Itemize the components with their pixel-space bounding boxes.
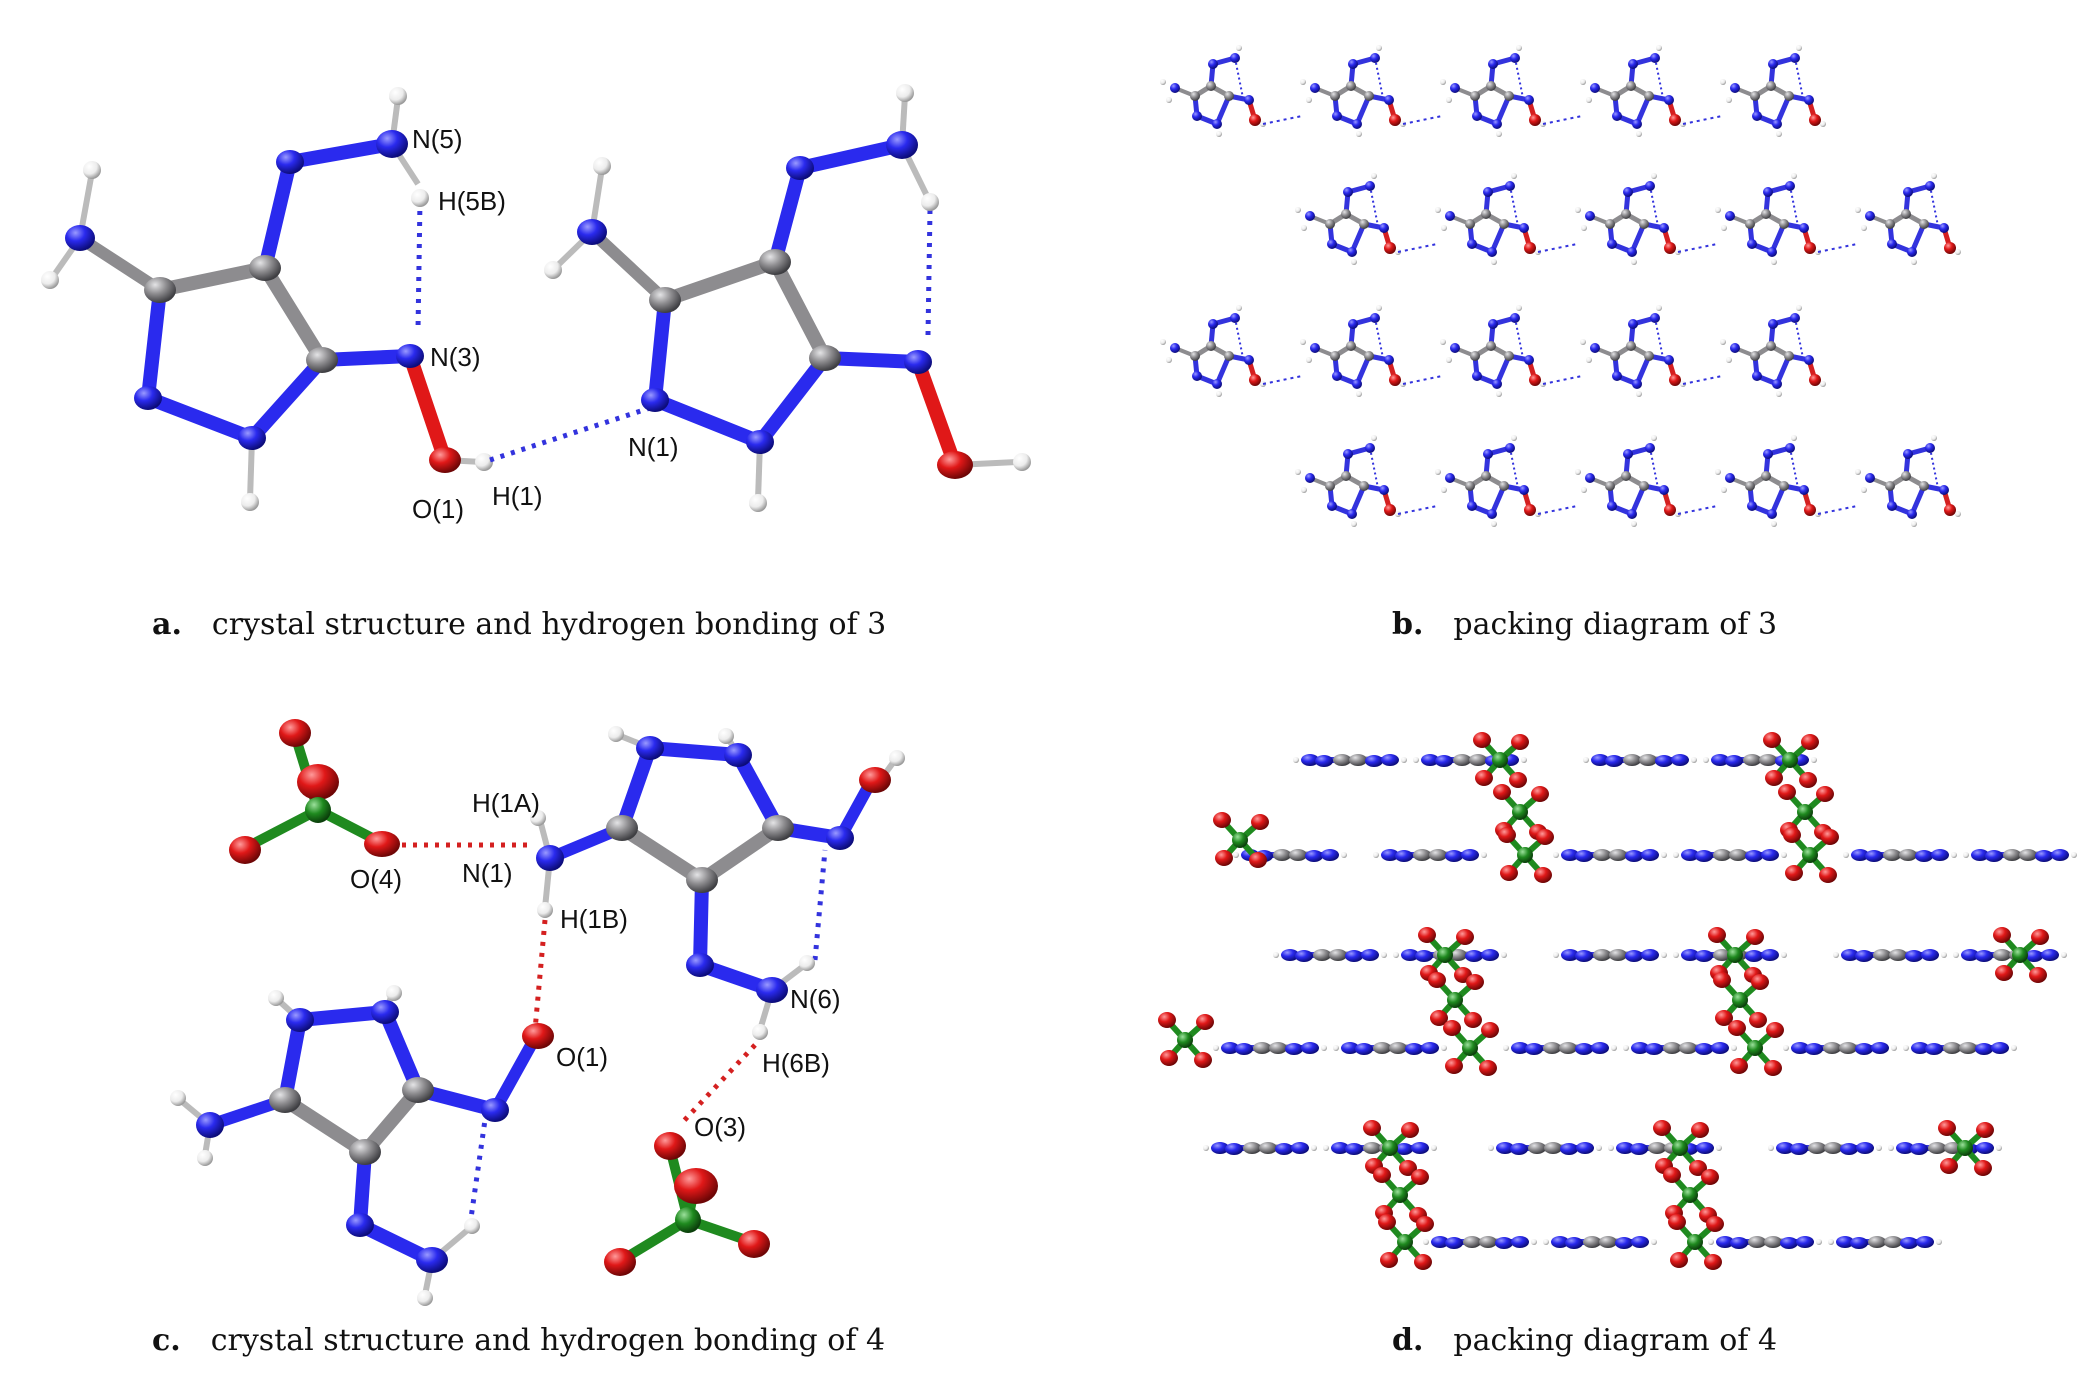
label-c-h1a: H(1A) [472, 788, 540, 818]
perchlorate-top [229, 719, 400, 864]
perchlorate-bottom [604, 1132, 770, 1276]
panel-a-molecule-right [544, 84, 1031, 512]
caption-a-text: crystal structure and hydrogen bonding o… [212, 607, 886, 642]
caption-b-text: packing diagram of 3 [1453, 607, 1777, 642]
hbond-h6b-o3 [678, 1043, 757, 1127]
panel-d: d. packing diagram of 4 [1158, 732, 2077, 1358]
label-c-n1: N(1) [462, 858, 513, 888]
packing-3-molecules [1160, 45, 1961, 527]
caption-c-text: crystal structure and hydrogen bonding o… [211, 1323, 885, 1358]
label-a-o1: O(1) [412, 494, 464, 524]
caption-b: b. packing diagram of 3 [1392, 607, 1777, 642]
label-c-n6: N(6) [790, 984, 841, 1014]
packing-4-layer-1 [1213, 732, 2077, 883]
caption-c: c. crystal structure and hydrogen bonding… [152, 1323, 885, 1358]
caption-d: d. packing diagram of 4 [1392, 1323, 1777, 1358]
caption-c-letter: c. [152, 1323, 181, 1358]
label-c-h1b: H(1B) [560, 904, 628, 934]
label-a-n3: N(3) [430, 342, 481, 372]
packing-4-layer-2 [1158, 927, 2067, 1076]
panel-c-cation-bottom [170, 985, 554, 1306]
label-c-o1: O(1) [556, 1042, 608, 1072]
label-c-h6b: H(6B) [762, 1048, 830, 1078]
label-a-h1: H(1) [492, 481, 543, 511]
label-a-n5: N(5) [412, 124, 463, 154]
caption-b-letter: b. [1392, 607, 1423, 642]
caption-a-letter: a. [152, 607, 182, 642]
hbond-h1-n1 [489, 405, 651, 463]
panel-a-molecule-left [41, 87, 493, 511]
label-a-h5b: H(5B) [438, 186, 506, 216]
caption-d-letter: d. [1392, 1323, 1423, 1358]
label-c-o3: O(3) [694, 1112, 746, 1142]
caption-d-text: packing diagram of 4 [1453, 1323, 1777, 1358]
label-c-o4: O(4) [350, 864, 402, 894]
panel-b: b. packing diagram of 3 [1160, 45, 1961, 642]
panel-a: N(5) H(5B) N(3) N(1) O(1) H(1) a. crystal… [41, 84, 1031, 642]
caption-a: a. crystal structure and hydrogen bonding… [152, 607, 886, 642]
panel-c: H(1A) N(1) O(4) H(1B) N(6) O(1) H(6B) O(… [152, 719, 905, 1358]
hbond-h1b-o1 [532, 919, 548, 1031]
panel-c-cation-top [530, 726, 905, 1040]
packing-4-layer-3 [1203, 1120, 2002, 1270]
label-a-n1: N(1) [628, 432, 679, 462]
